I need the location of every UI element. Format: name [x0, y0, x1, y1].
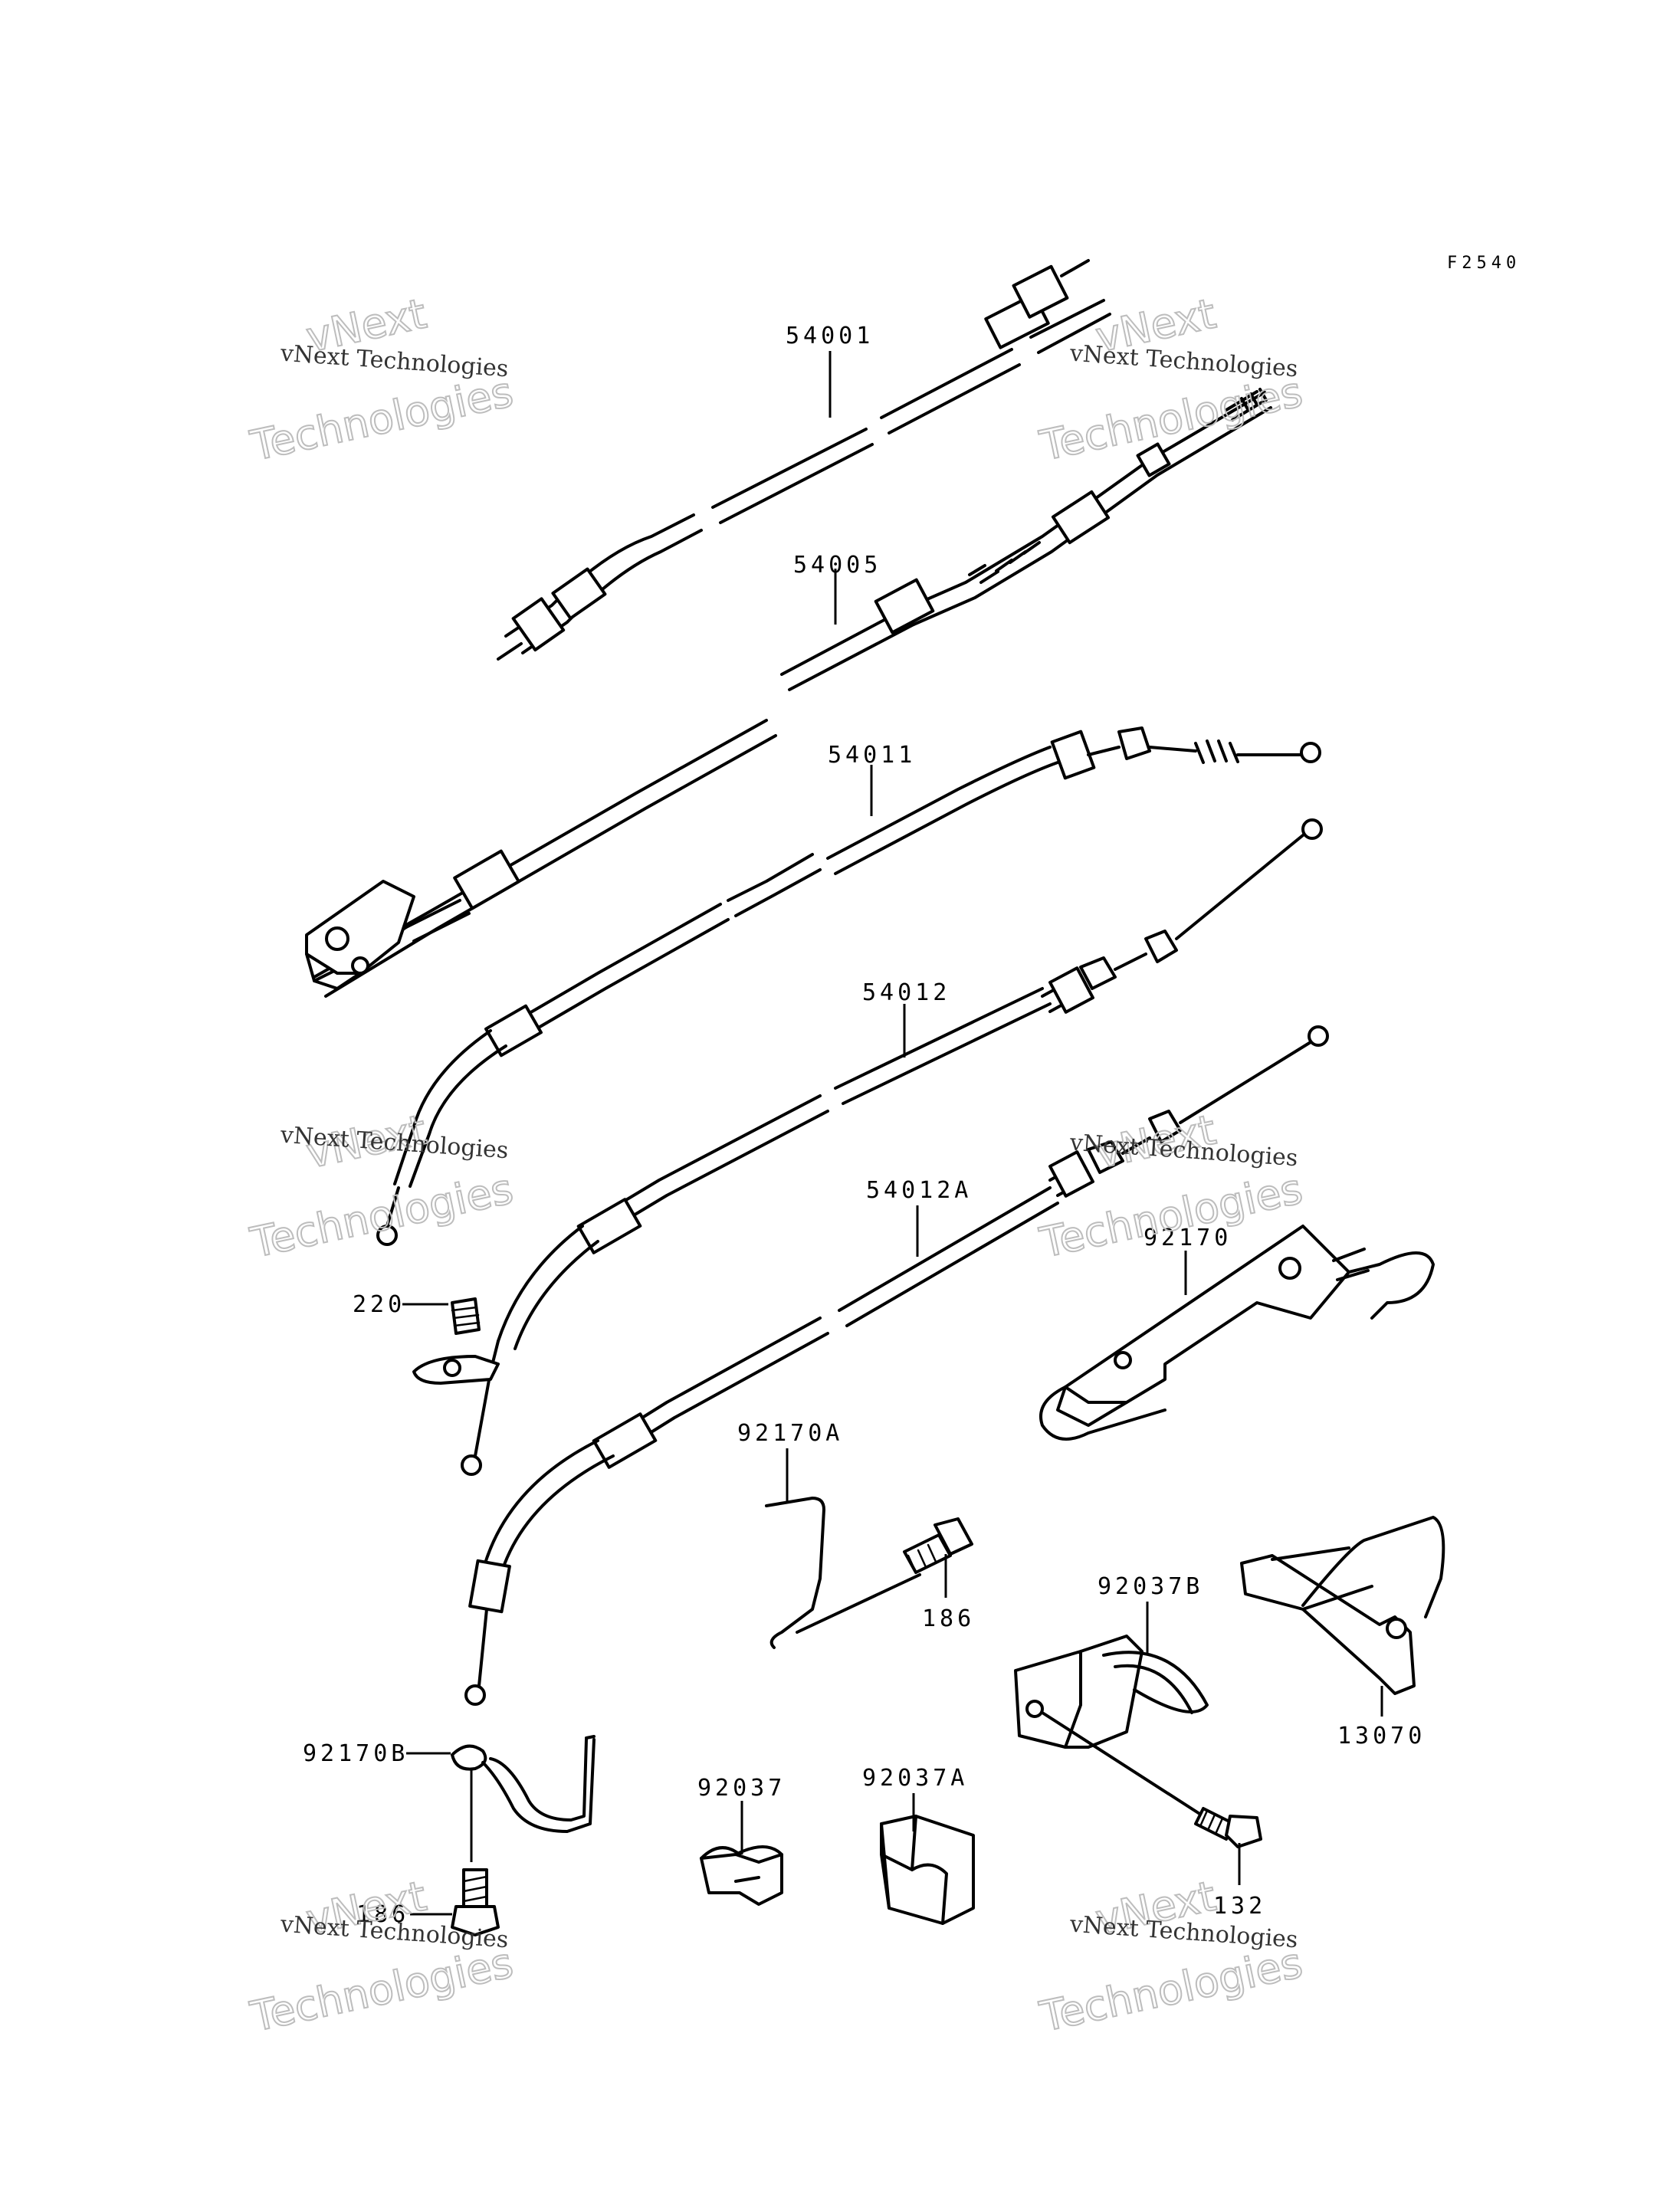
bracket-92037B[interactable]	[1014, 1635, 1209, 1749]
svg-text:Technologies: Technologies	[1035, 1939, 1306, 2041]
guide-13070[interactable]	[1240, 1516, 1445, 1695]
label-186-lower: 186	[356, 1901, 409, 1928]
label-92170A: 92170A	[737, 1420, 843, 1447]
bolt-132[interactable]	[1041, 1711, 1262, 1848]
bolt-186-lower[interactable]	[451, 1868, 500, 1936]
label-54012: 54012	[862, 979, 950, 1006]
svg-text:Technologies: Technologies	[246, 368, 517, 471]
label-92037B: 92037B	[1098, 1573, 1203, 1600]
cable-54012[interactable]	[412, 818, 1323, 1476]
svg-text:Technologies: Technologies	[246, 1165, 517, 1267]
label-92170B: 92170B	[303, 1740, 409, 1767]
label-186-upper: 186	[922, 1605, 975, 1632]
screw-220[interactable]	[451, 1297, 481, 1335]
cable-54011[interactable]	[376, 726, 1321, 1246]
label-54005: 54005	[793, 552, 881, 579]
clamp-92037[interactable]	[700, 1845, 783, 1906]
label-54001: 54001	[786, 323, 874, 349]
svg-text:Technologies: Technologies	[246, 1939, 517, 2041]
svg-text:Technologies: Technologies	[1035, 368, 1306, 471]
clip-92170A[interactable]	[765, 1497, 921, 1649]
label-92170: 92170	[1144, 1225, 1232, 1251]
cable-54001[interactable]	[497, 259, 1111, 661]
figure-code: F2540	[1447, 254, 1521, 273]
label-13070: 13070	[1337, 1723, 1426, 1749]
clamp-92037A[interactable]	[880, 1815, 975, 1925]
watermark-top-right: vNext vNext Technologies Technologies	[1035, 289, 1307, 471]
label-54011: 54011	[828, 742, 916, 769]
cable-54012A[interactable]	[464, 1025, 1329, 1706]
bolt-186-upper[interactable]	[903, 1517, 973, 1574]
clip-92170B[interactable]	[451, 1735, 596, 1833]
bracket-92170[interactable]	[1039, 1225, 1435, 1441]
cable-54005[interactable]	[305, 388, 1272, 998]
watermark-top-left: vNext vNext Technologies Technologies	[245, 289, 517, 471]
label-132: 132	[1213, 1893, 1266, 1920]
label-92037: 92037	[697, 1775, 786, 1802]
label-220: 220	[353, 1291, 405, 1318]
label-92037A: 92037A	[862, 1765, 968, 1792]
label-54012A: 54012A	[866, 1177, 972, 1204]
